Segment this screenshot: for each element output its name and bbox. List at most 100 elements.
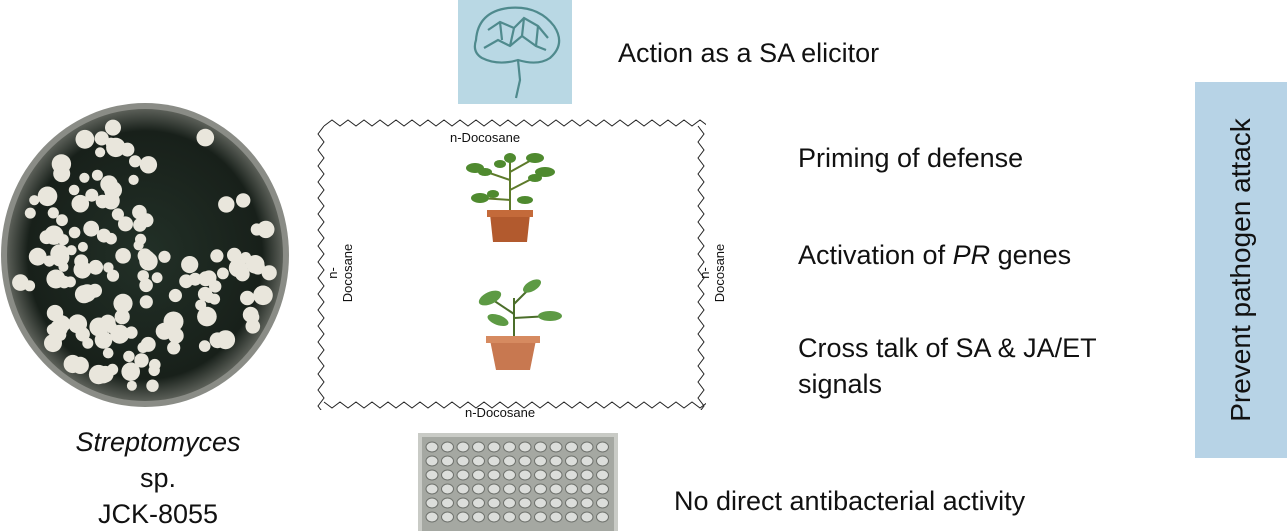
well (472, 441, 485, 453)
effect-priming: Priming of defense (798, 143, 1024, 173)
well (534, 469, 547, 481)
organism-caption: Streptomyces sp. JCK-8055 (58, 424, 258, 532)
well-plate-image (418, 433, 618, 531)
colony (64, 276, 76, 288)
colony (73, 260, 92, 279)
colony (95, 147, 106, 158)
well (425, 455, 439, 467)
well (580, 511, 594, 523)
well (549, 455, 563, 467)
colony (126, 380, 137, 391)
colony (198, 271, 214, 287)
well (487, 511, 501, 523)
colony (106, 137, 126, 158)
well (596, 497, 609, 509)
colony (198, 340, 211, 352)
colony (71, 194, 90, 213)
well (549, 483, 563, 495)
colony (245, 308, 257, 320)
well (518, 483, 532, 495)
colony (217, 267, 229, 280)
colony (88, 259, 104, 275)
colony (47, 207, 59, 219)
colony (114, 309, 130, 325)
well (580, 441, 594, 453)
well (503, 511, 516, 523)
colony (218, 196, 235, 213)
well (456, 483, 470, 495)
colony (94, 331, 113, 349)
colony (148, 364, 160, 377)
colony (37, 186, 58, 207)
well (518, 455, 532, 467)
colony (68, 314, 88, 334)
well (503, 469, 516, 481)
well (503, 455, 516, 467)
colony (261, 265, 277, 281)
effect-pr-prefix: Activation of (798, 240, 953, 270)
well (425, 497, 439, 509)
colony (253, 285, 273, 306)
colony (227, 247, 242, 263)
well (425, 511, 439, 523)
colony (77, 241, 88, 252)
frame-right-zigzag (697, 125, 705, 410)
well (534, 511, 547, 523)
well (518, 511, 532, 523)
colony (135, 233, 147, 245)
colony (209, 332, 226, 349)
compound-label-left: n-Docosane (325, 243, 355, 303)
colony (96, 228, 111, 243)
colony (79, 172, 90, 183)
well (534, 441, 547, 453)
well (518, 441, 532, 453)
effect-crosstalk: Cross talk of SA & JA/ET signals (798, 330, 1097, 402)
outcome-label: Prevent pathogen attack (1225, 118, 1256, 422)
well (596, 469, 609, 481)
colony (83, 220, 100, 237)
colony (209, 280, 222, 293)
well (565, 455, 578, 467)
colony (139, 156, 158, 174)
colony (118, 216, 133, 232)
colony (181, 256, 199, 274)
well (487, 483, 501, 495)
colony (104, 181, 122, 200)
colony (46, 269, 66, 289)
colony (68, 184, 80, 196)
well (565, 497, 578, 509)
frame-bottom-zigzag (323, 401, 706, 409)
well (472, 511, 485, 523)
well (503, 497, 516, 509)
organism-genus: Streptomyces (75, 427, 241, 457)
well (580, 455, 594, 467)
colony (24, 207, 36, 219)
compound-frame (317, 119, 706, 410)
colony (88, 364, 109, 385)
colony (52, 249, 68, 265)
outcome-panel: Prevent pathogen attack (1195, 82, 1287, 458)
colony (29, 195, 40, 206)
well (441, 497, 454, 509)
well (487, 455, 501, 467)
colony (139, 213, 154, 228)
colony (82, 337, 94, 349)
frame-left-zigzag (317, 125, 325, 410)
colony (63, 354, 82, 374)
colony (250, 223, 263, 236)
colony (197, 306, 217, 327)
colony (195, 299, 207, 311)
colony (146, 379, 159, 392)
effect-crosstalk-line1: Cross talk of SA & JA/ET (798, 333, 1097, 363)
well (596, 455, 609, 467)
well (580, 497, 594, 509)
colony (68, 226, 81, 239)
colony (54, 329, 67, 341)
colony (155, 322, 173, 340)
well (518, 469, 532, 481)
effect-pr-suffix: genes (990, 240, 1072, 270)
colony (111, 208, 124, 221)
organism-strain: JCK-8055 (97, 499, 219, 529)
colony (44, 225, 64, 245)
colony (110, 324, 130, 344)
